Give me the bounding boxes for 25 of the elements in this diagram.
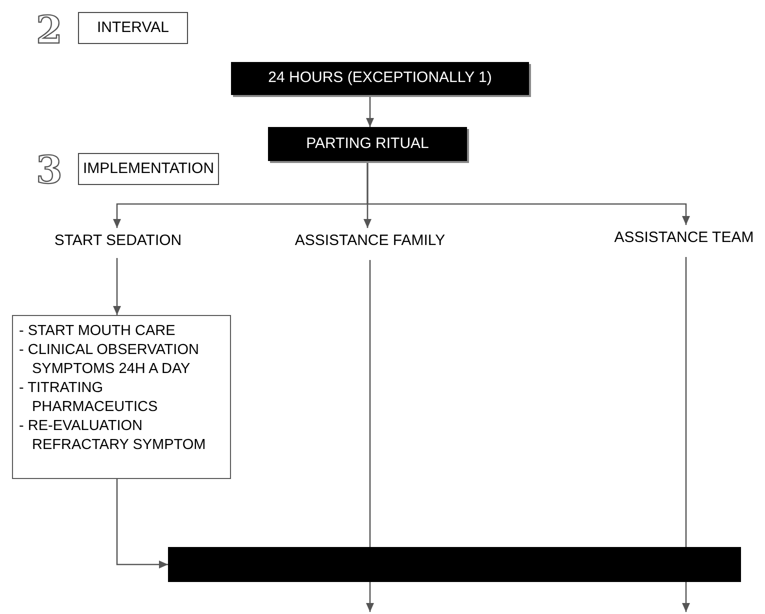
box-label: INTERVAL	[97, 18, 169, 38]
timeline-bar	[168, 547, 741, 582]
list-item: - CLINICAL OBSERVATION SYMPTOMS 24H A DAY	[19, 341, 200, 379]
arrow	[116, 479, 168, 568]
task-list-box	[12, 315, 231, 479]
arrow	[113, 258, 121, 315]
arrow	[366, 95, 374, 127]
arrow	[366, 161, 690, 225]
box-label: PARTING RITUAL	[306, 134, 429, 154]
process-box	[231, 62, 529, 95]
box-label: 24 HOURS (EXCEPTIONALLY 1)	[268, 68, 492, 88]
step-number: 2	[36, 10, 62, 50]
list-item: - START MOUTH CARE	[19, 322, 176, 341]
stage-box	[78, 12, 188, 44]
stage-box	[78, 153, 219, 185]
process-box	[268, 127, 467, 161]
branch-label: START SEDATION	[54, 230, 182, 251]
list-item: - RE-EVALUATION REFRACTARY SYMPTOM	[19, 417, 207, 455]
list-item: - TITRATING PHARMACEUTICS	[19, 379, 159, 417]
arrow	[366, 582, 374, 612]
arrow	[682, 582, 690, 612]
box-label: IMPLEMENTATION	[82, 158, 214, 179]
branch-label: ASSISTANCE FAMILY	[294, 230, 446, 251]
step-number: 3	[36, 150, 62, 190]
branch-label: ASSISTANCE TEAM	[614, 228, 754, 248]
